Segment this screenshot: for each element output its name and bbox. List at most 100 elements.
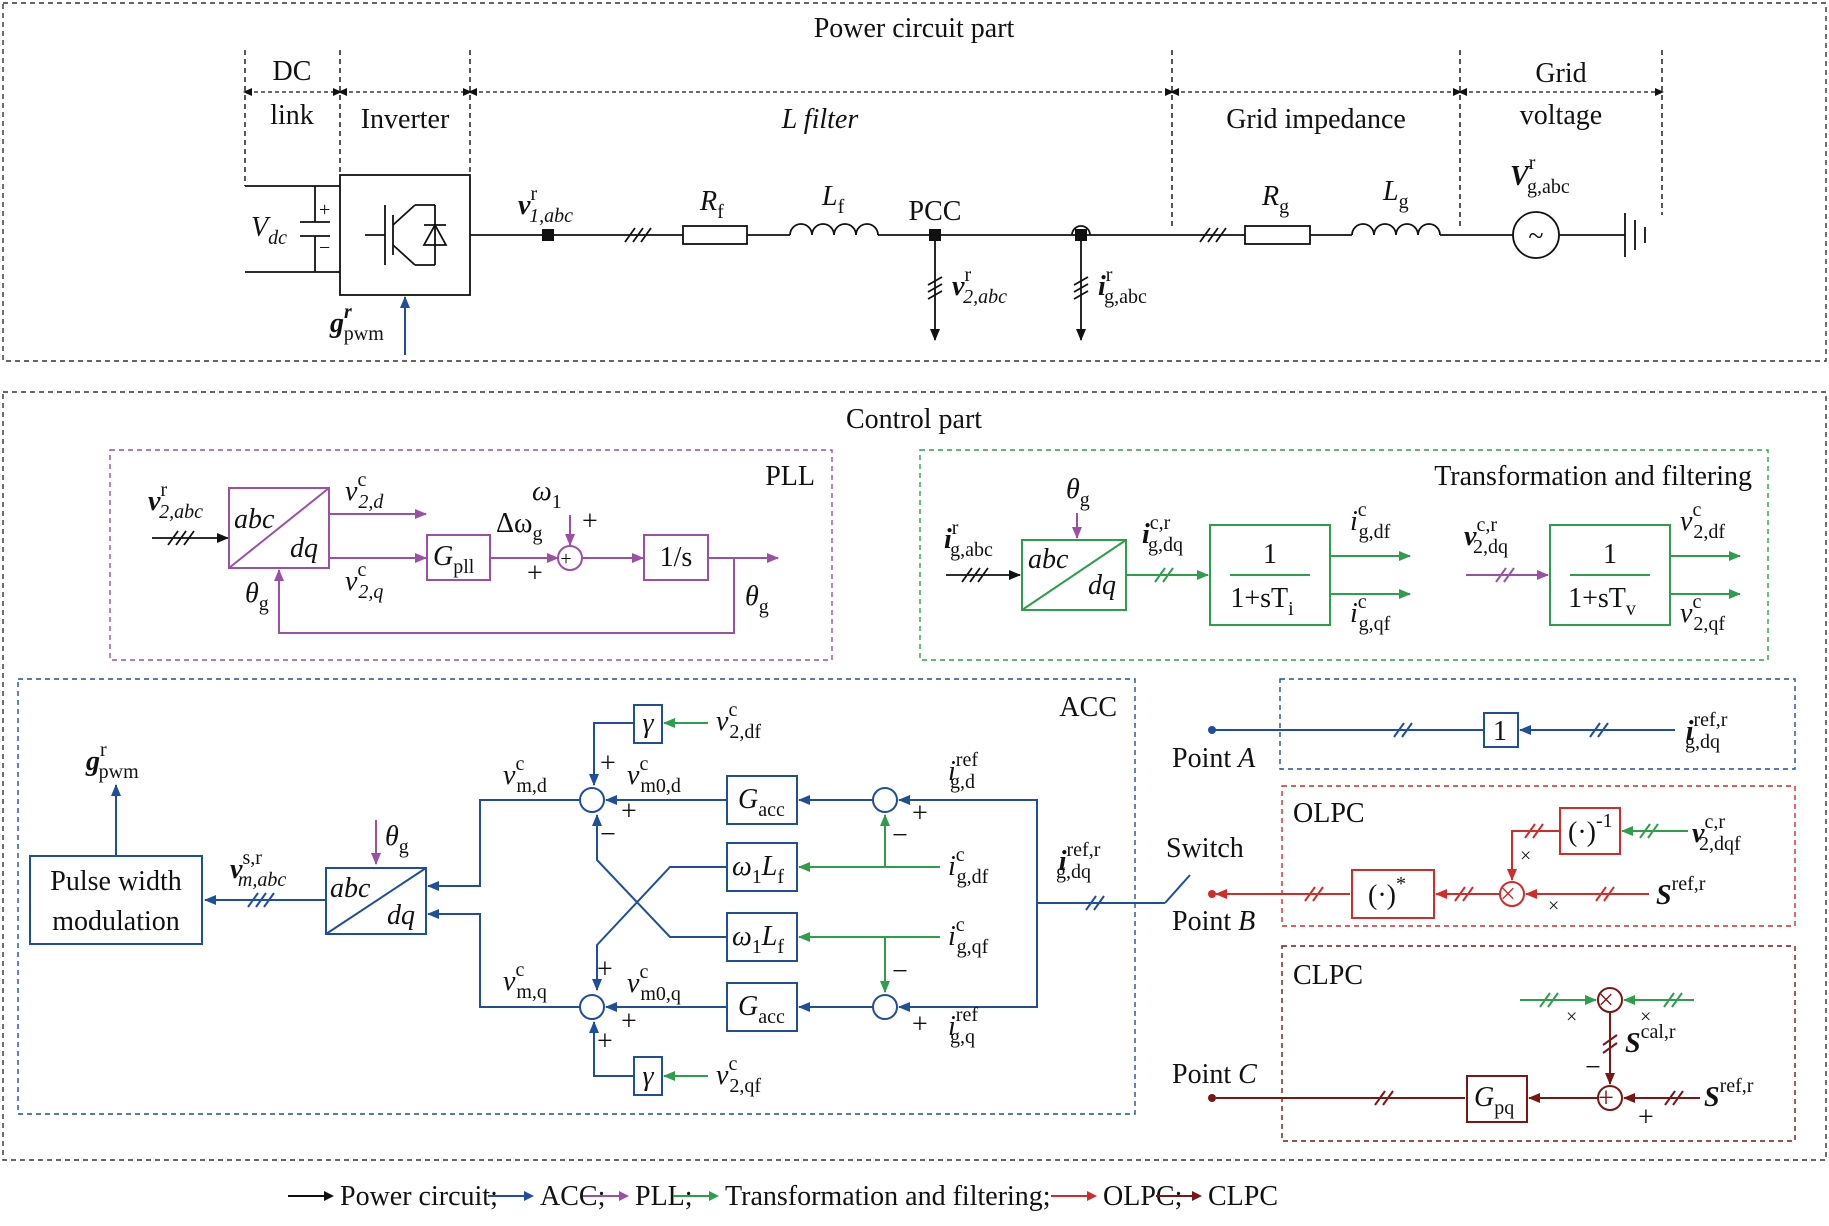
pcc-label: PCC	[909, 196, 962, 227]
acc-sign-iq-right: +	[912, 1009, 928, 1040]
legend-arrowhead-4	[1087, 1191, 1097, 1201]
legend-label-5: CLPC	[1208, 1181, 1278, 1212]
point-b-dot	[1208, 890, 1216, 898]
acc-sign-q-top: +	[597, 954, 613, 985]
dc-link-label-1: DC	[273, 56, 312, 87]
olpc-frame	[1281, 785, 1796, 927]
inverse-block-label: (·)-1	[1568, 810, 1613, 848]
tf-filter-i-den: 1+sTi	[1230, 583, 1294, 620]
pll-theta-feedback: θg	[245, 578, 269, 615]
measurement-taps	[927, 241, 1089, 341]
acc-frame	[17, 678, 1136, 1115]
w1lf-top-label: ω1Lf	[732, 851, 784, 888]
tf-wires	[946, 513, 1741, 626]
clpc-wires	[1216, 987, 1700, 1123]
dc-link-label-2: link	[270, 100, 314, 131]
point-a-label: Point A	[1172, 743, 1256, 774]
rf-label: Rf	[699, 186, 724, 223]
gpll-label: Gpll	[433, 541, 475, 578]
olpc-title: OLPC	[1293, 798, 1365, 829]
pll-theta-out: θg	[745, 581, 769, 618]
legend-label-3: Transformation and filtering;	[725, 1181, 1051, 1212]
legend-arrowhead-2	[619, 1191, 629, 1201]
clpc-sum-plus: +	[1598, 1083, 1614, 1114]
clpc-title: CLPC	[1293, 960, 1363, 991]
cap-minus: −	[319, 237, 330, 259]
conj-block-label: (·)*	[1368, 873, 1406, 911]
acc-theta-label: θg	[385, 821, 409, 858]
pll-plus-top: +	[582, 506, 598, 537]
point-c-dot	[1208, 1094, 1216, 1102]
tf-filter-v-den: 1+sTv	[1568, 583, 1636, 620]
point-c-label: Point C	[1172, 1059, 1257, 1090]
power-circuit-frame	[2, 2, 1827, 362]
acc-park-abc: abc	[330, 873, 371, 904]
pll-frame	[109, 449, 833, 661]
delta-omega-label: Δωg	[496, 508, 542, 545]
legend: Power circuit;ACC;PLL;Transformation and…	[288, 1181, 1278, 1212]
acc-title: ACC	[1059, 692, 1117, 723]
gamma-d-label: γ	[642, 708, 654, 739]
clpc-multiplier-x: ×	[1598, 985, 1614, 1016]
acc-sign-id-bottom: −	[892, 820, 908, 851]
v1-measurement-node	[542, 229, 554, 241]
clpc-times-left: ×	[1566, 1006, 1577, 1028]
acc-wires	[29, 704, 1165, 1096]
tf-theta-label: θg	[1066, 474, 1090, 511]
main-power-line	[470, 211, 1646, 259]
acc-sign-d-top: +	[600, 748, 616, 779]
olpc-multiplier-x: ×	[1500, 879, 1516, 910]
olpc-wires	[1215, 807, 1688, 919]
clpc-plus-sign: +	[1638, 1102, 1654, 1133]
dc-capacitor	[245, 185, 340, 273]
grid-impedance-label: Grid impedance	[1226, 104, 1406, 135]
ig-measurement-node	[1075, 229, 1087, 241]
point-a-wires	[1212, 712, 1675, 748]
acc-sign-q-bottom: +	[597, 1026, 613, 1057]
grid-source-tilde: ~	[1528, 221, 1543, 252]
power-circuit-title: Power circuit part	[814, 13, 1015, 44]
pll-plus-left: +	[527, 558, 543, 589]
acc-sign-q-right: +	[621, 1006, 637, 1037]
acc-sign-d-bottom: −	[600, 819, 616, 850]
gacc-q-label: Gacc	[738, 991, 785, 1028]
clpc-scal-label: Scal,r	[1625, 1021, 1676, 1059]
clpc-sref-label: Sref,r	[1704, 1075, 1754, 1113]
integrator-label: 1/s	[660, 542, 693, 573]
pll-title: PLL	[765, 461, 815, 492]
grid-voltage-label-1: Grid	[1535, 58, 1586, 89]
gacc-d-label: Gacc	[738, 784, 785, 821]
pll-wires	[152, 487, 779, 634]
tf-frame	[919, 449, 1769, 661]
cap-plus: +	[319, 199, 330, 221]
olpc-sref-label: Sref,r	[1656, 873, 1706, 911]
switch-label: Switch	[1166, 833, 1244, 864]
current-sensor	[1071, 225, 1091, 236]
legend-arrowhead-0	[324, 1191, 334, 1201]
clpc-times-right: ×	[1640, 1006, 1651, 1028]
clpc-frame	[1281, 945, 1796, 1142]
pll-park-dq: dq	[290, 533, 318, 564]
pll-park-abc: abc	[234, 504, 275, 535]
